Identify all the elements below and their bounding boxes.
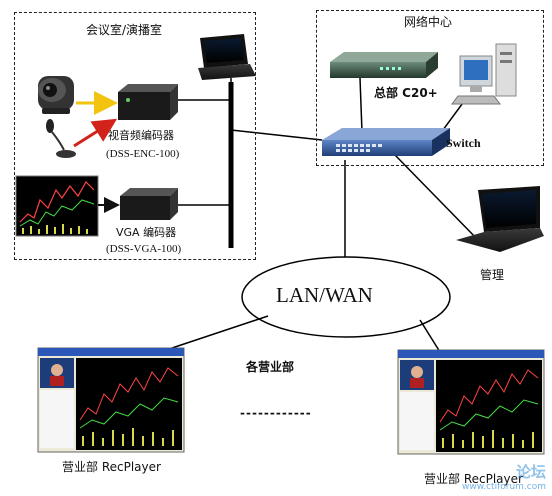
- av-encoder-name: 视音频编码器: [108, 129, 174, 142]
- hq-server-device: [330, 52, 438, 78]
- av-encoder-model: (DSS-ENC-100): [106, 148, 180, 160]
- vga-encoder-model: (DSS-VGA-100): [106, 243, 182, 255]
- meeting-room-region: [14, 12, 256, 260]
- branch-left-screen: [37, 347, 185, 453]
- vga-encoder-name: VGA 编码器: [116, 226, 177, 239]
- audio-arrow: [73, 118, 118, 148]
- camera-icon: [38, 76, 74, 114]
- network-center-links: [344, 77, 481, 258]
- management-label: 管理: [480, 268, 505, 282]
- branch-right-label: 营业部 RecPlayer: [424, 472, 523, 486]
- branches-title: 各营业部: [246, 360, 295, 374]
- meeting-room-title: 会议室/演播室: [86, 23, 163, 37]
- watermark-logo: 论坛: [515, 463, 546, 481]
- vga-source-monitor: [15, 175, 99, 237]
- microphone-icon: [46, 119, 76, 158]
- backbone-bus: [172, 78, 323, 248]
- ctiforum-watermark: 论坛 www.ctiforum.com: [462, 461, 546, 492]
- switch-label: Switch: [446, 136, 481, 150]
- branch-left-label: 营业部 RecPlayer: [62, 460, 161, 474]
- av-encoder-device: [118, 84, 178, 120]
- network-center-title: 网络中心: [404, 15, 453, 29]
- vga-encoder-device: [120, 188, 178, 220]
- hq-server-label: 总部 C20+: [374, 86, 438, 100]
- branch-right-screen: [397, 349, 545, 455]
- management-laptop-icon: [456, 186, 544, 252]
- laptop-icon: [198, 34, 256, 80]
- lan-wan-cloud: [241, 256, 451, 338]
- desktop-computer-icon: [451, 43, 517, 105]
- branches-ellipsis: ------------: [240, 406, 312, 420]
- switch-device: [322, 128, 450, 156]
- network-center-region: [316, 10, 544, 166]
- lan-wan-label: LAN/WAN: [276, 283, 373, 307]
- watermark-url: www.ctiforum.com: [461, 482, 546, 492]
- branch-links: [159, 315, 441, 353]
